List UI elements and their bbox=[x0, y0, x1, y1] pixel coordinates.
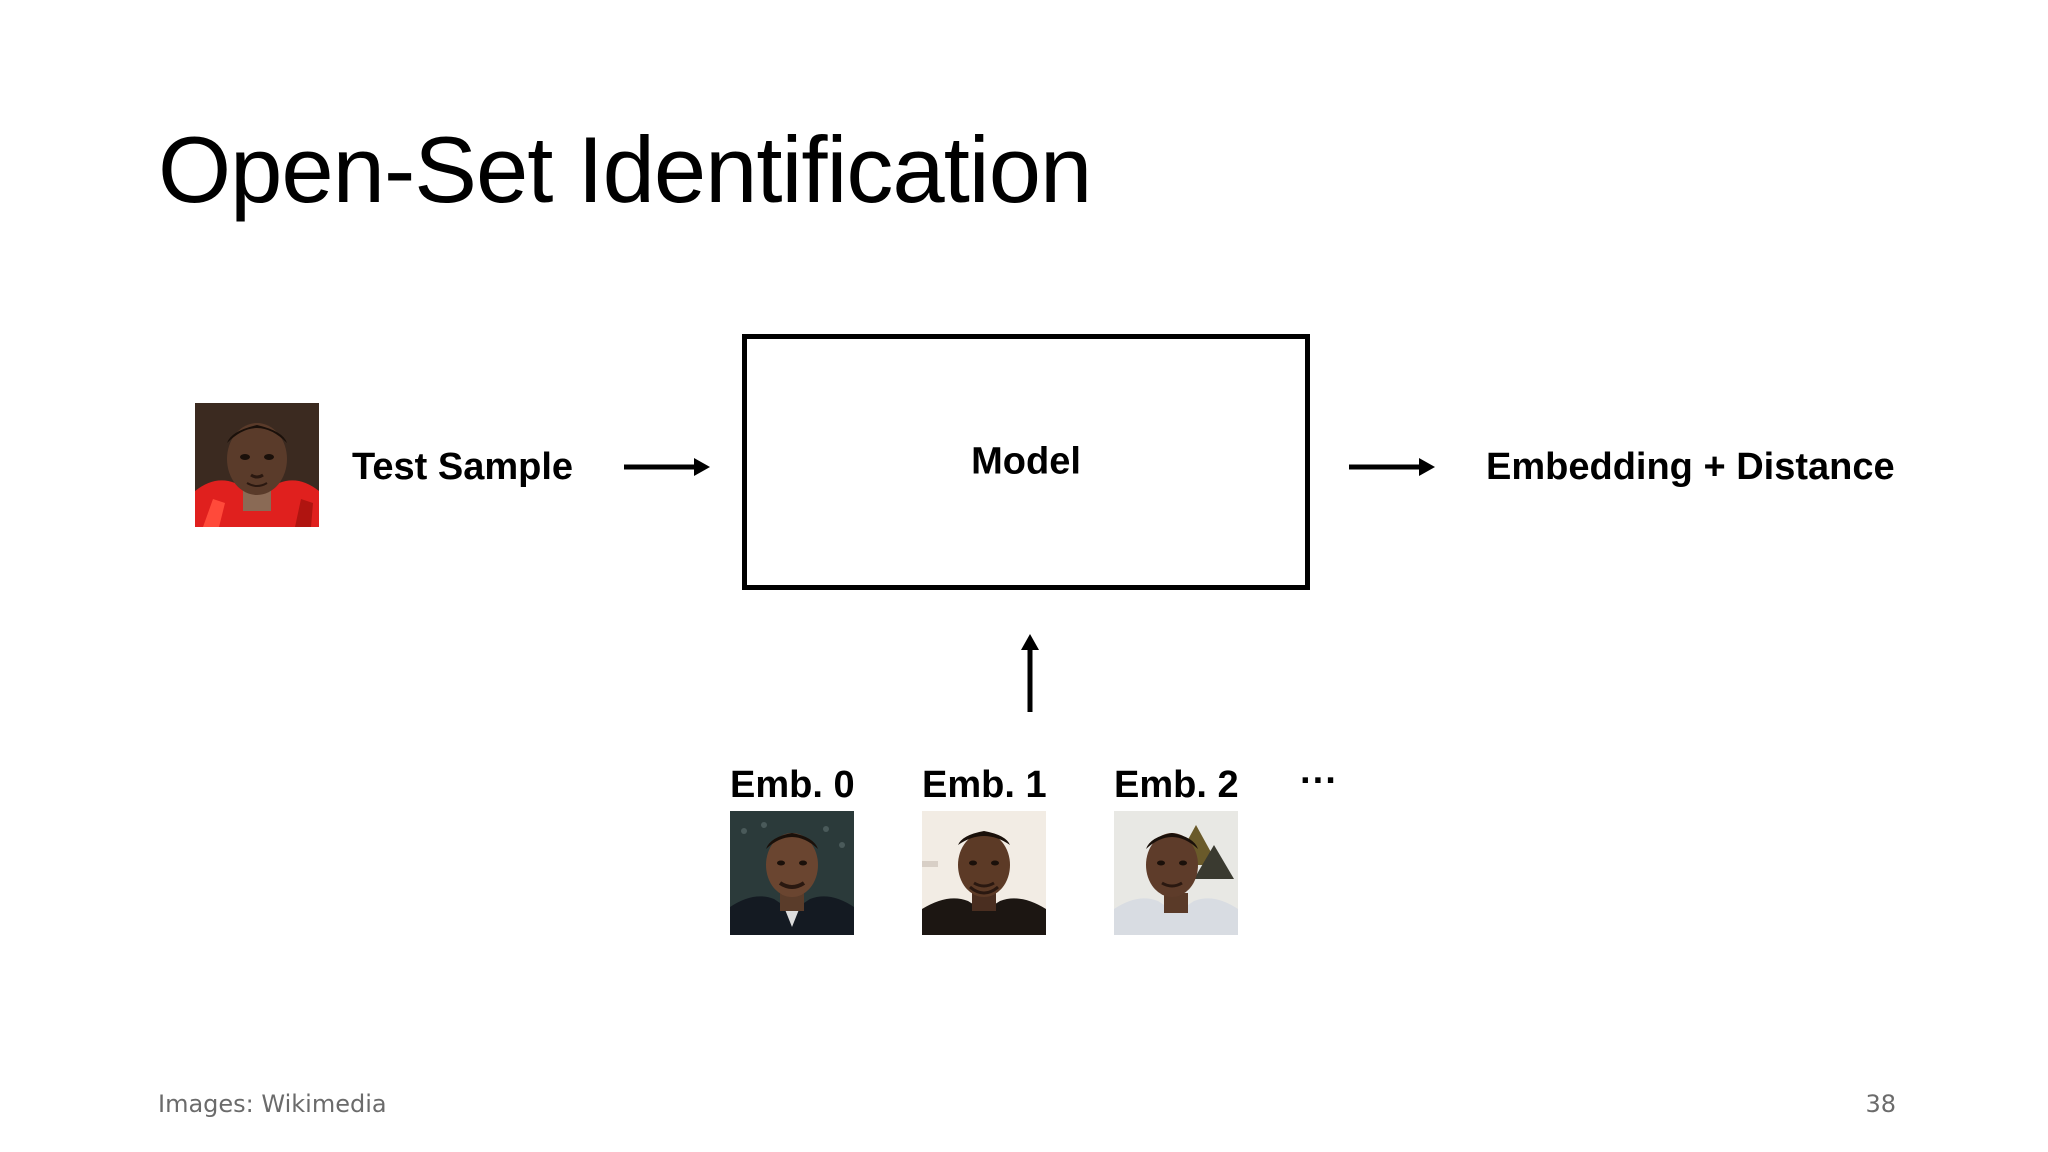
embedding-photo-1 bbox=[922, 811, 1046, 935]
test-sample-photo bbox=[195, 403, 319, 527]
embedding-photo-2 bbox=[1114, 811, 1238, 935]
embedding-label-0: Emb. 0 bbox=[730, 764, 855, 806]
model-box: Model bbox=[742, 334, 1310, 590]
embedding-photo-0 bbox=[730, 811, 854, 935]
output-label: Embedding + Distance bbox=[1486, 446, 1895, 488]
arrow-up-icon bbox=[1021, 634, 1039, 712]
footer-credit: Images: Wikimedia bbox=[158, 1090, 387, 1118]
model-label: Model bbox=[971, 440, 1081, 483]
page-number: 38 bbox=[1865, 1090, 1896, 1118]
embedding-label-1: Emb. 1 bbox=[922, 764, 1047, 806]
arrow-right-icon bbox=[624, 458, 710, 476]
test-sample-label: Test Sample bbox=[352, 446, 574, 488]
embedding-label-2: Emb. 2 bbox=[1114, 764, 1239, 806]
arrow-right-icon bbox=[1349, 458, 1435, 476]
ellipsis: ··· bbox=[1300, 760, 1338, 802]
slide-title: Open-Set Identification bbox=[158, 117, 1092, 222]
